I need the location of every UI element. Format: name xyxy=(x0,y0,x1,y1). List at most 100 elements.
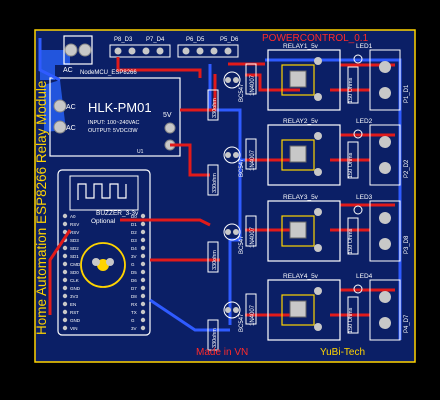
ac-terminal-pad xyxy=(64,43,78,57)
header-label: P5_D6 xyxy=(220,37,239,43)
esp-pin-label: RX xyxy=(131,302,137,307)
esp-pin-pad xyxy=(62,269,68,275)
resistor-label: 150 Ohms xyxy=(348,307,354,333)
esp-pin-label: D3 xyxy=(131,238,137,243)
esp-pin-label: GND xyxy=(70,318,81,323)
esp-pin-pad xyxy=(62,301,68,307)
relay-coil-outline xyxy=(281,139,315,171)
transistor-outline xyxy=(223,71,241,89)
diode-outline xyxy=(245,293,257,325)
relay-coil-outline xyxy=(281,294,315,326)
esp-pin-column-left: A0RSVRSVSD3SD2SD1CMDSD0CLKGND3V3ENRSTGND… xyxy=(62,213,81,331)
terminal-block xyxy=(369,124,401,186)
esp-pin-label: D4 xyxy=(131,246,137,251)
diode-outline xyxy=(245,63,257,95)
relay-pad xyxy=(314,93,322,101)
diode-label: 1N4007 xyxy=(250,74,256,96)
led-outline xyxy=(353,284,363,294)
terminal-pad xyxy=(379,317,391,329)
board-vertical-title: Home Automation ESP8266 Relay Module xyxy=(34,81,49,335)
esp-pin-pad xyxy=(140,309,146,315)
esp-pin-pad xyxy=(62,309,68,315)
relay-outline xyxy=(267,124,341,186)
transistor-pad xyxy=(233,152,239,158)
hlk-ac-pad xyxy=(53,120,67,134)
esp-pin-label: D8 xyxy=(131,294,137,299)
driver-resistor-label: 330ohm xyxy=(212,250,218,270)
esp-pin-label: A0 xyxy=(70,214,76,219)
transistor-pad xyxy=(225,307,231,313)
ac-connector-outline xyxy=(63,35,93,65)
antenna-trace xyxy=(77,183,127,200)
esp-pin-label: D5 xyxy=(131,270,137,275)
buzzer-optional: Optional xyxy=(91,218,116,225)
header-row xyxy=(109,44,239,58)
made-in-label: Made in VN xyxy=(196,347,248,358)
esp-pin-label: 3V xyxy=(131,254,137,259)
terminal-pin-label: P1_D1 xyxy=(404,84,410,103)
header-label: P6_D5 xyxy=(186,37,205,43)
esp-pin-label: SD3 xyxy=(70,238,79,243)
diode-label: 1N4007 xyxy=(250,226,256,248)
esp-pin-label: RSV xyxy=(70,222,79,227)
esp-pin-pad xyxy=(140,253,146,259)
relay-label: RELAY2_5v xyxy=(283,118,319,125)
transistor-label: BC547 xyxy=(239,235,245,254)
buzzer-label: BUZZER_3-3v xyxy=(96,210,139,217)
resistor-outline xyxy=(207,241,219,273)
header-label: P7_D4 xyxy=(146,37,165,43)
terminal-block xyxy=(369,49,401,111)
relay-outline xyxy=(267,49,341,111)
resistor-outline xyxy=(207,319,219,351)
esp-pin-pad xyxy=(62,261,68,267)
hlk-title: HLK-PM01 xyxy=(88,100,152,115)
esp-pin-pad xyxy=(62,213,68,219)
u1-label: U1 xyxy=(137,149,144,155)
esp-pin-pad xyxy=(62,229,68,235)
resistor-label: 150 Ohms xyxy=(348,152,354,178)
driver-column: 1N4007BC547330ohm1N4007BC547330ohm1N4007… xyxy=(207,63,257,351)
esp-pin-pad xyxy=(140,237,146,243)
esp-pin-label: 3V3 xyxy=(70,294,79,299)
esp-pin-label: RST xyxy=(70,310,79,315)
brand-label: YuBi-Tech xyxy=(320,347,365,358)
esp-pin-pad xyxy=(62,277,68,283)
esp-pin-pad xyxy=(62,245,68,251)
relay-outline xyxy=(267,279,341,341)
transistor-label: BC547 xyxy=(239,83,245,102)
hlk-module-outline xyxy=(49,77,181,157)
relay-coil-outline xyxy=(281,215,315,247)
esp-pin-pad xyxy=(140,221,146,227)
terminal-pin-label: P3_D8 xyxy=(404,235,410,254)
relay-pad xyxy=(314,287,322,295)
resistor-outline xyxy=(207,89,219,121)
transistor-pad xyxy=(225,152,231,158)
esp-pin-label: 3V xyxy=(131,326,137,331)
esp-pin-pad xyxy=(62,285,68,291)
esp-pin-label: SD1 xyxy=(70,254,79,259)
transistor-outline xyxy=(223,223,241,241)
esp-module-outline xyxy=(57,169,151,336)
ac-label-top: AC xyxy=(63,67,73,74)
diode-outline xyxy=(245,215,257,247)
relay-pad xyxy=(314,132,322,140)
buzzer-pad xyxy=(106,258,114,266)
transistor-pad xyxy=(225,77,231,83)
esp-pin-pad xyxy=(140,269,146,275)
relay-label: RELAY3_5v xyxy=(283,194,319,201)
ac-label-2: AC xyxy=(66,125,76,132)
esp-pin-pad xyxy=(62,325,68,331)
transistor-label: BC547 xyxy=(239,313,245,332)
relay-pad xyxy=(289,221,307,239)
esp-pin-label: GND xyxy=(70,286,81,291)
powercontrol-title: POWERCONTROL_0.1 xyxy=(262,33,369,44)
resistor-outline xyxy=(207,164,219,196)
transistor-pad xyxy=(233,307,239,313)
esp-pin-pad xyxy=(140,245,146,251)
esp-pin-label: D7 xyxy=(131,286,137,291)
